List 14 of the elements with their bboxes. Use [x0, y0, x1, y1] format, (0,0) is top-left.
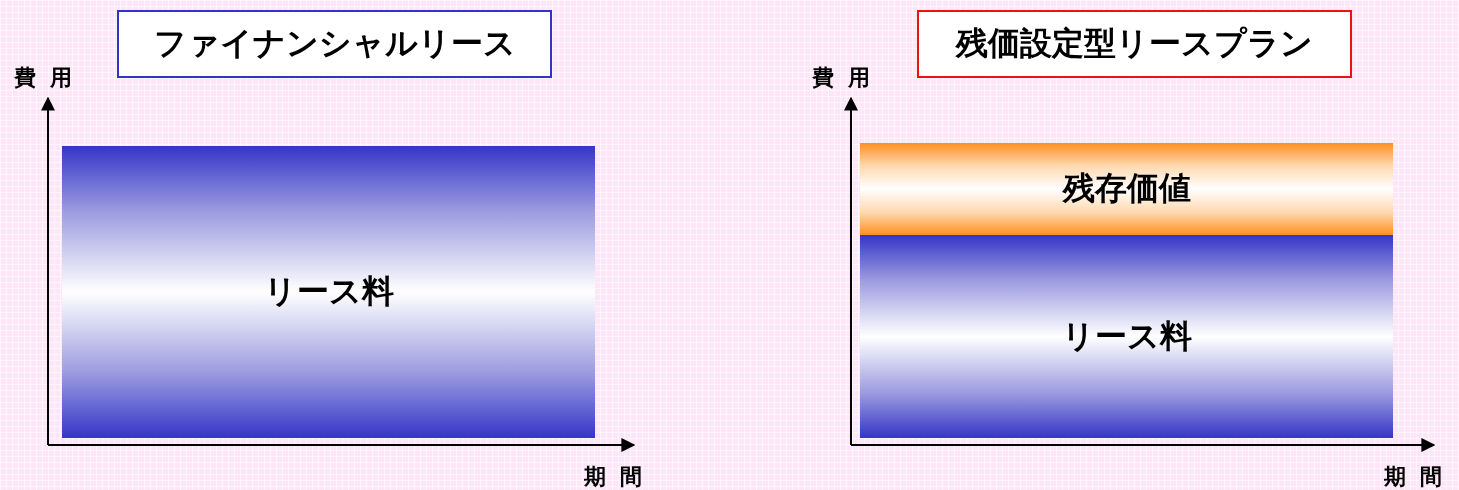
- y-axis-label: 費用: [14, 67, 86, 89]
- title-text: 残価設定型リースプラン: [956, 23, 1313, 64]
- title-text: ファイナンシャルリース: [153, 23, 516, 64]
- block-label: リース料: [1061, 315, 1192, 357]
- cost-block: [62, 146, 595, 438]
- title-box: [117, 10, 552, 78]
- y-axis-label: 費用: [812, 67, 884, 89]
- block-label: リース料: [263, 271, 394, 312]
- cost-block: [860, 143, 1393, 235]
- x-axis-label: 期間: [584, 466, 656, 488]
- title-box: [917, 10, 1352, 78]
- cost-block: [860, 235, 1393, 438]
- block-label: 残存価値: [1062, 168, 1191, 209]
- x-axis-label: 期間: [1384, 466, 1456, 488]
